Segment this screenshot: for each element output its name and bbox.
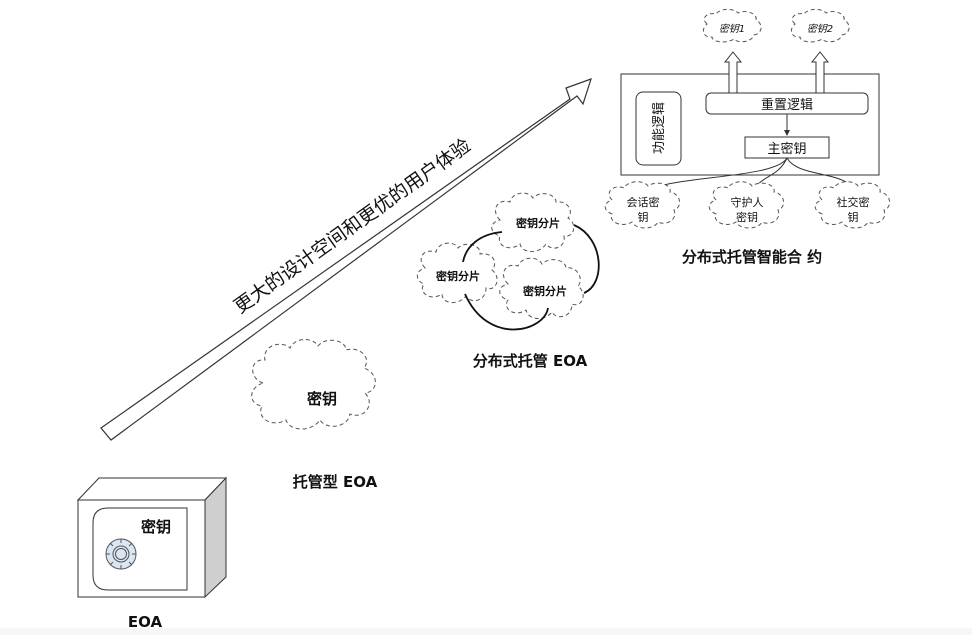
- reset-logic-label: 重置逻辑: [761, 97, 813, 113]
- safe-top-face: [76, 477, 228, 501]
- shard-cloud: [491, 192, 575, 252]
- output-arrow-1: [723, 51, 743, 94]
- sub-key-cloud: [708, 181, 784, 229]
- distributed-custody-contract: 密钥1 密钥2 功能逻辑 重置逻辑 主密钥 会话密 钥 守护人 密钥 社交密 钥: [604, 8, 890, 229]
- shard-label: 密钥分片: [523, 284, 567, 298]
- shard-cloud: [416, 242, 498, 303]
- distributed-custody-eoa-title: 分布式托管 EOA: [473, 352, 588, 370]
- distributed-custody-contract-title: 分布式托管智能合 约: [682, 248, 822, 266]
- sub-key-label: 守护人: [731, 195, 764, 209]
- output-key-label: 密钥2: [807, 23, 833, 35]
- safe-dial-icon: [105, 538, 137, 570]
- custodial-eoa-title: 托管型 EOA: [293, 473, 378, 491]
- safe-door: [92, 507, 188, 591]
- eoa-safe: 密钥: [76, 476, 228, 599]
- output-key-cloud: [790, 8, 850, 43]
- sub-key-cloud: [814, 181, 890, 229]
- sub-key-label: 钥: [638, 210, 649, 224]
- distributed-custody-eoa: 密钥分片 密钥分片 密钥分片: [416, 192, 600, 331]
- rotation-arc: [462, 231, 503, 263]
- custodial-key-cloud: 密钥: [251, 339, 376, 430]
- rotation-arc: [573, 224, 600, 294]
- master-key-label: 主密钥: [767, 141, 806, 157]
- shard-cloud: [499, 257, 584, 319]
- shard-label: 密钥分片: [436, 269, 480, 283]
- sub-key-label: 密钥: [736, 210, 758, 224]
- feature-logic-label: 功能逻辑: [652, 102, 667, 154]
- sub-key-label: 会话密: [627, 195, 660, 209]
- custodial-key-label: 密钥: [307, 390, 337, 408]
- feature-logic-box: [635, 91, 682, 166]
- rotation-arc: [464, 293, 549, 331]
- sub-key-label: 社交密: [837, 195, 870, 209]
- sub-key-label: 钥: [848, 210, 859, 224]
- output-arrow-2: [810, 51, 830, 94]
- output-key-cloud: [702, 8, 762, 43]
- progress-arrow-shape: [100, 78, 592, 441]
- bottom-edge: [0, 628, 972, 635]
- shard-label: 密钥分片: [516, 216, 560, 230]
- eoa-title: EOA: [128, 613, 163, 631]
- sub-key-cloud: [604, 181, 680, 229]
- safe-key-label: 密钥: [141, 518, 171, 536]
- output-key-label: 密钥1: [719, 23, 745, 35]
